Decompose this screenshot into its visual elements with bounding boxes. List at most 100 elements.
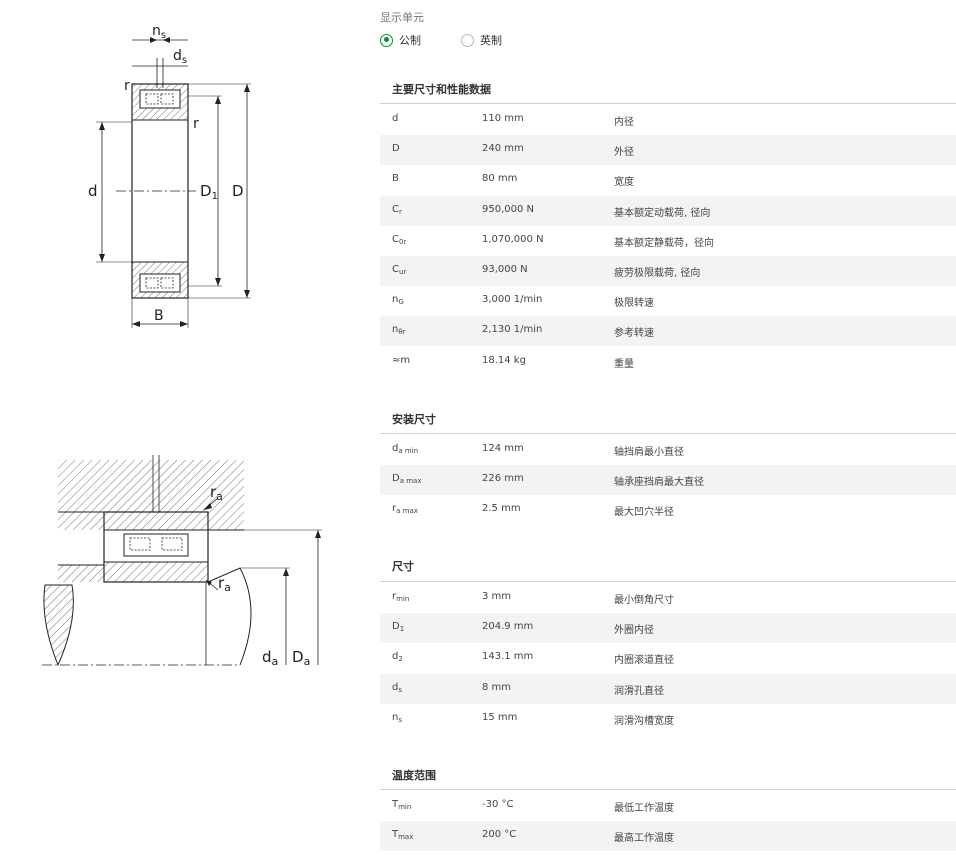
spec-value: 240 mm: [482, 143, 524, 155]
spec-symbol-sub: θr: [398, 328, 406, 337]
table-row: d 110 mm 内径: [380, 105, 956, 135]
spec-symbol-sub: ur: [398, 268, 407, 276]
spec-symbol: ra max: [392, 503, 418, 515]
spec-symbol-main: d: [392, 113, 399, 124]
units-title: 显示单元: [380, 11, 424, 24]
spec-symbol: Cur: [392, 264, 406, 276]
label-d: d: [88, 182, 98, 200]
spec-description: 最高工作温度: [614, 833, 674, 845]
spec-description: 内圈滚道直径: [614, 655, 674, 667]
spec-symbol-main: B: [392, 173, 399, 185]
spec-symbol: C0r: [392, 234, 406, 246]
spec-value: 110 mm: [482, 113, 524, 124]
spec-symbol: nG: [392, 294, 404, 306]
spec-symbol-main: n: [392, 294, 399, 306]
spec-symbol: d: [392, 113, 398, 124]
spec-description: 润滑沟槽宽度: [614, 715, 674, 727]
spec-symbol: D1: [392, 621, 404, 633]
label-r-side: r: [193, 116, 199, 132]
spec-symbol-sub: 2: [398, 655, 403, 664]
label-ds: ds: [173, 48, 187, 66]
spec-symbol-main: ≈m: [392, 354, 411, 366]
spec-description: 润滑孔直径: [614, 685, 664, 697]
spec-value: 8 mm: [482, 681, 512, 693]
spec-symbol: rmin: [392, 591, 409, 603]
spec-symbol: da min: [392, 443, 418, 455]
spec-symbol-main: d: [392, 443, 399, 454]
spec-symbol: Cr: [392, 204, 402, 216]
spec-symbol-sub: 0r: [398, 237, 407, 246]
section-divider: [380, 433, 956, 434]
label-ns: ns: [152, 23, 166, 41]
spec-symbol-main: n: [392, 711, 399, 723]
section-title: 安装尺寸: [392, 413, 436, 426]
spec-description: 极限转速: [614, 298, 654, 310]
spec-symbol-sub: max: [398, 833, 414, 842]
radio-imperial[interactable]: [461, 33, 474, 47]
spec-description: 最小倒角尺寸: [614, 595, 674, 606]
radio-metric[interactable]: [380, 33, 393, 47]
spec-symbol: ds: [392, 682, 402, 694]
spec-description: 最大凹穴半径: [614, 507, 674, 519]
spec-description: 基本额定动载荷, 径向: [614, 207, 711, 219]
spec-value: 226 mm: [482, 473, 524, 485]
spec-symbol: ≈m: [392, 355, 410, 366]
label-ra-bottom: ra: [218, 574, 231, 594]
spec-description: 疲劳极限载荷, 径向: [614, 268, 701, 279]
spec-description: 重量: [614, 358, 634, 370]
section-title: 主要尺寸和性能数据: [392, 83, 491, 96]
spec-symbol-sub: s: [398, 685, 403, 694]
section-divider: [380, 581, 956, 582]
section-title: 尺寸: [392, 560, 414, 573]
table-row: ≈m 18.14 kg 重量: [380, 347, 956, 377]
spec-value: 18.14 kg: [482, 354, 526, 366]
label-ra-top: ra: [210, 483, 223, 503]
spec-symbol-sub: a min: [398, 447, 419, 455]
label-Da: Da: [292, 648, 310, 668]
table-row: ra max 2.5 mm 最大凹穴半径: [380, 495, 956, 525]
spec-symbol-sub: 1: [399, 625, 405, 634]
spec-value: 2,130 1/min: [482, 324, 543, 336]
spec-symbol: Da max: [392, 473, 421, 485]
spec-symbol-sub: a max: [396, 507, 418, 516]
spec-symbol-main: d: [392, 651, 399, 663]
spec-symbol: B: [392, 173, 399, 184]
spec-symbol-main: d: [392, 681, 399, 693]
label-r-top: r: [124, 78, 130, 94]
spec-value: 3 mm: [482, 591, 512, 602]
spec-symbol-main: C: [392, 203, 399, 215]
radio-imperial-label[interactable]: 英制: [480, 34, 502, 47]
section-title: 温度范围: [392, 769, 436, 782]
spec-symbol-main: T: [392, 829, 399, 841]
spec-symbol-main: r: [392, 503, 397, 515]
mounting-drawing: ra ra da Da: [42, 455, 322, 668]
spec-value: 143.1 mm: [482, 651, 534, 663]
table-row: d2 143.1 mm 内圈滚道直径: [380, 643, 956, 673]
label-da: da: [262, 648, 278, 668]
spec-description: 宽度: [614, 177, 634, 189]
section-divider: [380, 103, 956, 104]
label-D: D: [232, 182, 244, 200]
spec-value: 2.5 mm: [482, 503, 521, 515]
units-radio-group: 公制 英制: [380, 32, 542, 48]
spec-symbol: Tmax: [392, 829, 413, 841]
spec-symbol-sub: a max: [399, 477, 422, 486]
label-D1: D1: [200, 182, 218, 202]
spec-value: 204.9 mm: [482, 621, 534, 633]
spec-symbol-sub: min: [396, 595, 410, 603]
spec-symbol: d2: [392, 651, 403, 663]
radio-metric-label[interactable]: 公制: [399, 34, 421, 47]
spec-symbol: ns: [392, 712, 402, 724]
spec-description: 参考转速: [614, 328, 654, 340]
spec-symbol-main: D: [392, 473, 400, 485]
spec-description: 外圈内径: [614, 625, 654, 637]
spec-description: 内径: [614, 117, 634, 128]
